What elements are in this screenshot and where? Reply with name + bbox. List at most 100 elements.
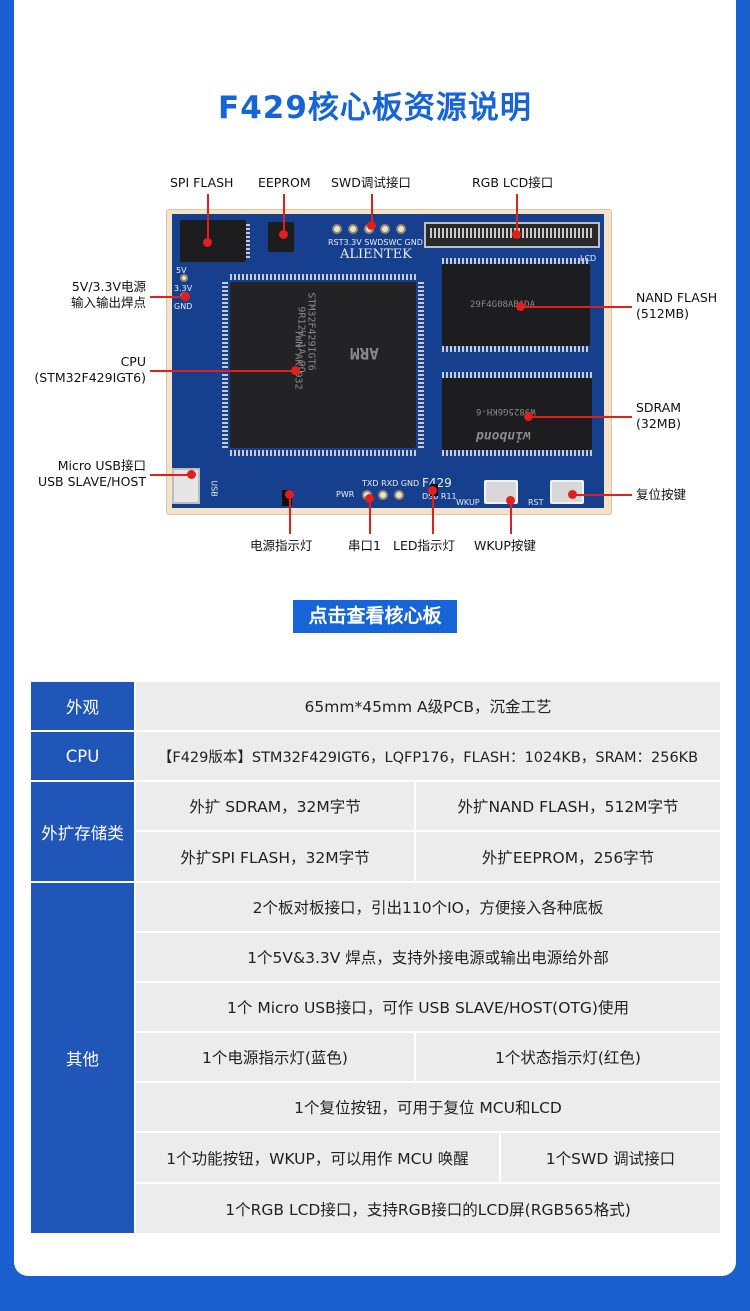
callout-line bbox=[150, 370, 294, 372]
callout-dot bbox=[367, 221, 376, 230]
callout-sdram: SDRAM (32MB) bbox=[636, 400, 681, 432]
mcu-pins-bottom bbox=[230, 450, 416, 456]
callout-cpu-line1: CPU bbox=[120, 354, 146, 369]
spec-value-other: 1个电源指示灯(蓝色) bbox=[136, 1033, 414, 1081]
arm-logo-text: ARM bbox=[350, 344, 379, 363]
callout-line bbox=[520, 306, 632, 308]
spec-value-other: 1个状态指示灯(红色) bbox=[416, 1033, 720, 1081]
sdram-chip bbox=[442, 378, 592, 450]
callout-line bbox=[432, 490, 434, 534]
spec-value-storage: 外扩 SDRAM，32M字节 bbox=[136, 782, 414, 830]
swd-pad bbox=[396, 224, 406, 234]
callout-usb-line2: USB SLAVE/HOST bbox=[37, 474, 146, 489]
mcu-pins-left bbox=[222, 282, 228, 448]
callout-line bbox=[516, 194, 518, 234]
callout-wkup: WKUP按键 bbox=[474, 538, 536, 553]
spi-flash-chip bbox=[180, 220, 246, 262]
callout-line bbox=[283, 194, 285, 234]
uart-pad bbox=[378, 490, 388, 500]
core-board-image[interactable]: RST3.3V SWDSWC GND ALIENTEK LCD 5V 3.3V … bbox=[172, 214, 604, 508]
callout-dot bbox=[512, 230, 521, 239]
callout-led: LED指示灯 bbox=[393, 538, 455, 553]
spec-value-storage: 外扩SPI FLASH，32M字节 bbox=[136, 832, 414, 881]
spec-value-storage: 外扩NAND FLASH，512M字节 bbox=[416, 782, 720, 830]
swd-pin-labels: RST3.3V SWDSWC GND bbox=[328, 238, 423, 247]
wkup-silk: WKUP bbox=[456, 498, 480, 507]
callout-dot bbox=[181, 292, 190, 301]
v33-silk: 3.3V bbox=[174, 284, 193, 293]
swd-pad bbox=[332, 224, 342, 234]
callout-nand-line2: (512MB) bbox=[636, 306, 689, 321]
sdram-pins-top bbox=[442, 372, 592, 378]
callout-power-pad-line1: 5V/3.3V电源 bbox=[71, 279, 146, 294]
callout-sdram-line1: SDRAM bbox=[636, 400, 682, 415]
spec-value-other: 1个5V&3.3V 焊点，支持外接电源或输出电源给外部 bbox=[136, 933, 720, 981]
swd-pad bbox=[380, 224, 390, 234]
mcu-marking: STM32F429IGT6 bbox=[305, 292, 317, 371]
nand-pins-bottom bbox=[442, 346, 590, 352]
spec-head-other: 其他 bbox=[31, 883, 134, 1233]
callout-line bbox=[510, 500, 512, 534]
callout-power-pad-line2: 输入输出焊点 bbox=[70, 295, 146, 310]
callout-dot bbox=[279, 230, 288, 239]
mcu-marking-3: TWN AK 932 bbox=[292, 329, 304, 390]
callout-dot bbox=[568, 490, 577, 499]
nand-marking: 29F4G08ABADA bbox=[470, 300, 536, 310]
callout-line bbox=[528, 416, 632, 418]
pwr-silk: PWR bbox=[336, 490, 355, 499]
spec-value-other: 1个复位按钮，可用于复位 MCU和LCD bbox=[136, 1083, 720, 1131]
callout-micro-usb: Micro USB接口 USB SLAVE/HOST bbox=[24, 458, 146, 490]
usb-silk: USB bbox=[209, 480, 219, 497]
callout-uart: 串口1 bbox=[348, 538, 381, 553]
callout-nand-line1: NAND FLASH bbox=[636, 290, 718, 305]
callout-line bbox=[207, 194, 209, 242]
mcu-pins-top bbox=[230, 274, 416, 280]
spec-value-other: 1个RGB LCD接口，支持RGB接口的LCD屏(RGB565格式) bbox=[136, 1184, 720, 1233]
brand-silk: ALIENTEK bbox=[340, 247, 412, 262]
nand-pins-top bbox=[442, 258, 590, 264]
callout-spi-flash: SPI FLASH bbox=[170, 175, 234, 190]
spec-value-appearance: 65mm*45mm A级PCB，沉金工艺 bbox=[136, 682, 720, 730]
callout-eeprom: EEPROM bbox=[258, 175, 311, 190]
callout-dot bbox=[524, 412, 533, 421]
callout-nand: NAND FLASH (512MB) bbox=[636, 290, 717, 322]
callout-swd: SWD调试接口 bbox=[331, 175, 411, 190]
sdram-pins-bottom bbox=[442, 450, 592, 456]
spec-value-other: 2个板对板接口，引出110个IO，方便接入各种底板 bbox=[136, 883, 720, 931]
page-title: F429核心板资源说明 bbox=[218, 90, 532, 126]
chip-pins bbox=[246, 224, 250, 258]
mcu-pins-right bbox=[418, 282, 424, 448]
callout-cpu-line2: (STM32F429IGT6) bbox=[34, 370, 146, 385]
spec-head-cpu: CPU bbox=[31, 732, 134, 780]
callout-line bbox=[369, 498, 371, 534]
sdram-brand: winbond bbox=[476, 428, 531, 443]
spec-value-other: 1个 Micro USB接口，可作 USB SLAVE/HOST(OTG)使用 bbox=[136, 983, 720, 1031]
uart-pad bbox=[394, 490, 404, 500]
callout-power-pad: 5V/3.3V电源 输入输出焊点 bbox=[36, 279, 146, 311]
callout-line bbox=[150, 296, 184, 298]
callout-line bbox=[150, 474, 190, 476]
power-pad bbox=[180, 274, 188, 282]
reset-button[interactable] bbox=[550, 480, 584, 504]
gnd-silk: GND bbox=[174, 302, 193, 311]
callout-cpu: CPU (STM32F429IGT6) bbox=[26, 354, 146, 386]
spec-value-other: 1个功能按钮，WKUP，可以用作 MCU 唤醒 bbox=[136, 1133, 499, 1182]
callout-line bbox=[572, 494, 632, 496]
callout-line bbox=[371, 194, 373, 224]
callout-dot bbox=[516, 302, 525, 311]
swd-pad bbox=[348, 224, 358, 234]
spec-value-storage: 外扩EEPROM，256字节 bbox=[416, 832, 720, 881]
callout-power-led: 电源指示灯 bbox=[250, 538, 313, 553]
spec-head-appearance: 外观 bbox=[31, 682, 134, 730]
rst-silk: RST bbox=[528, 498, 544, 507]
callout-dot bbox=[203, 238, 212, 247]
spec-head-storage: 外扩存储类 bbox=[31, 782, 134, 881]
view-core-board-button[interactable]: 点击查看核心板 bbox=[293, 600, 457, 633]
callout-reset: 复位按键 bbox=[636, 487, 687, 502]
callout-sdram-line2: (32MB) bbox=[636, 416, 682, 431]
callout-dot bbox=[428, 486, 437, 495]
callout-dot bbox=[187, 470, 196, 479]
callout-dot bbox=[291, 366, 300, 375]
callout-line bbox=[289, 494, 291, 534]
callout-usb-line1: Micro USB接口 bbox=[57, 458, 146, 473]
